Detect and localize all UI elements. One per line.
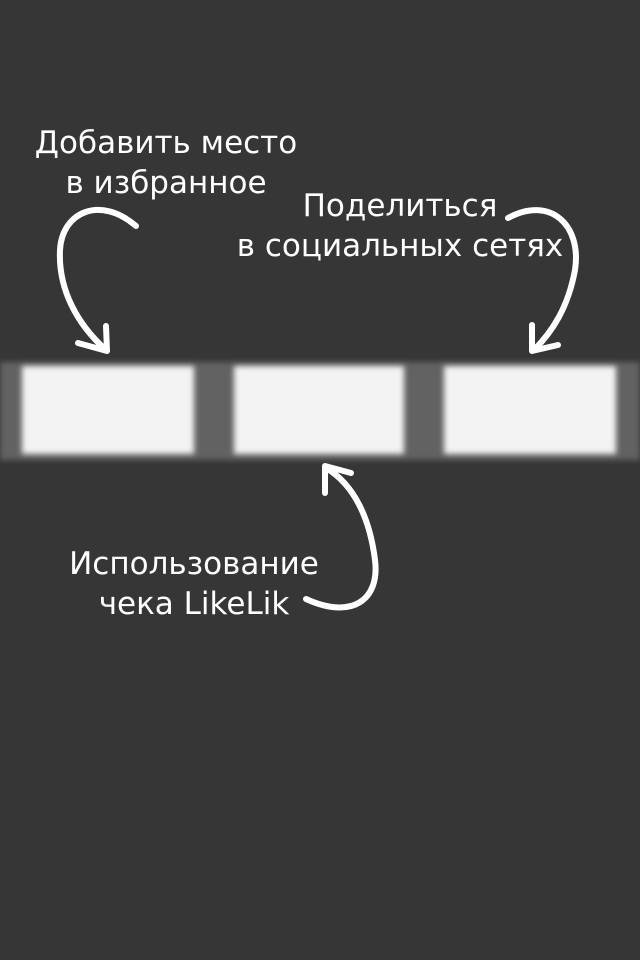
share-hint-line-2: в социальных сетях [236, 228, 564, 264]
use-check-hint-line-1: Использование [69, 546, 319, 582]
check-arrowhead-icon [322, 463, 354, 496]
bottom-toolbar [0, 362, 640, 460]
use-check-hint: Использование чека LikeLik [44, 544, 344, 624]
favorite-arrowhead-icon [75, 323, 110, 354]
share-hint: Поделиться в социальных сетях [200, 186, 600, 266]
favorite-hint-line-2: в избранное [65, 165, 267, 201]
favorite-button[interactable] [22, 366, 194, 454]
share-hint-line-1: Поделиться [302, 188, 498, 224]
favorite-hint: Добавить место в избранное [0, 123, 332, 203]
favorite-arrow-icon [56, 207, 139, 353]
use-check-hint-line-2: чека LikeLik [98, 586, 290, 622]
favorite-hint-line-1: Добавить место [34, 125, 298, 161]
share-button[interactable] [444, 366, 616, 454]
share-arrowhead-icon [529, 322, 561, 354]
use-check-button[interactable] [234, 366, 404, 454]
